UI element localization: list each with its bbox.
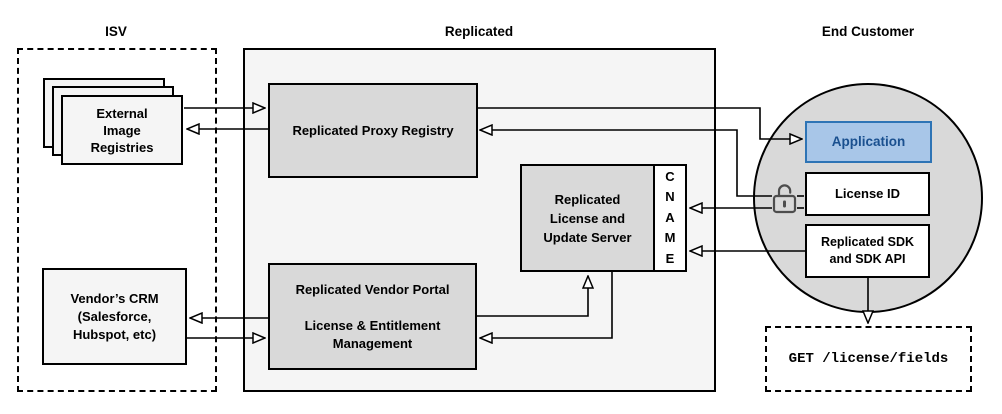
vendor-portal-label: Replicated Vendor Portal — [295, 281, 450, 297]
sdk-node: Replicated SDK and SDK API — [805, 224, 930, 278]
get-license-fields-box: GET /license/fields — [765, 326, 972, 392]
section-label-end-customer: End Customer — [821, 24, 915, 39]
registries-label-line: External — [96, 105, 148, 121]
external-image-registries-node: External Image Registries — [61, 95, 183, 165]
server-label-line: Replicated — [554, 191, 621, 207]
registries-label-line: Image — [103, 122, 141, 138]
license-update-server-node: Replicated License and Update Server — [520, 164, 655, 272]
crm-label-line: Hubspot, etc) — [72, 326, 157, 342]
vendor-portal-node: Replicated Vendor Portal License & Entit… — [268, 263, 477, 370]
get-license-fields-label: GET /license/fields — [788, 351, 949, 367]
crm-label-line: (Salesforce, — [77, 308, 152, 324]
license-id-label: License ID — [834, 186, 901, 201]
cname-label-box: C N A M E — [653, 164, 687, 272]
application-label: Application — [831, 134, 906, 149]
server-label-line: Update Server — [543, 229, 632, 245]
proxy-registry-node: Replicated Proxy Registry — [268, 83, 478, 178]
proxy-registry-label: Replicated Proxy Registry — [292, 122, 454, 138]
section-label-replicated: Replicated — [444, 24, 514, 39]
cname-letter: N — [665, 189, 675, 205]
application-node: Application — [805, 121, 932, 163]
cname-letter: A — [665, 209, 675, 225]
crm-label-line: Vendor’s CRM — [70, 290, 159, 306]
cname-letter: C — [665, 168, 675, 184]
vendor-portal-label: Management — [332, 335, 413, 351]
crm-node: Vendor’s CRM (Salesforce, Hubspot, etc) — [42, 268, 187, 365]
license-id-node: License ID — [805, 172, 930, 216]
vendor-portal-label: License & Entitlement — [304, 317, 441, 333]
server-label-line: License and — [549, 210, 626, 226]
cname-letter: M — [664, 230, 676, 246]
cname-letter: E — [665, 250, 675, 266]
sdk-label-line: Replicated SDK — [820, 235, 915, 249]
section-label-isv: ISV — [105, 24, 127, 39]
registries-label-line: Registries — [90, 139, 154, 155]
sdk-label-line: and SDK API — [829, 252, 906, 266]
